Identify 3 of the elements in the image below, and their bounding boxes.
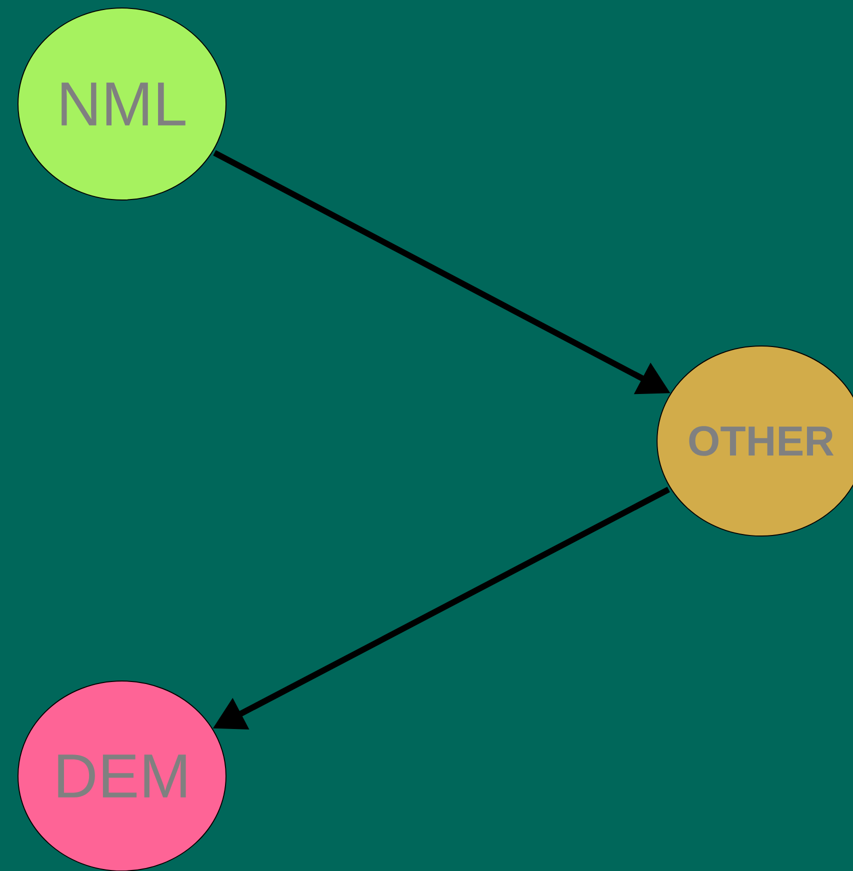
ellipse-node: OTHER xyxy=(656,346,853,536)
ellipse-node: NML xyxy=(18,8,226,200)
ellipse-node: DEM xyxy=(18,680,226,871)
